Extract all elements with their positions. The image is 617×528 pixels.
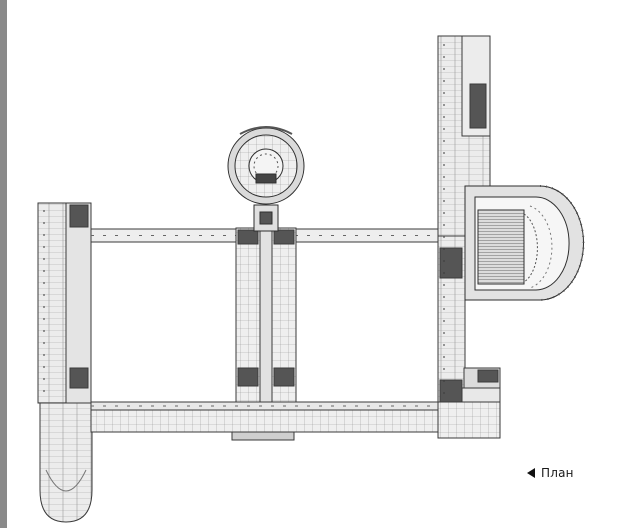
plan-caption: План (527, 466, 574, 480)
auditorium (464, 185, 585, 301)
rotunda (227, 126, 305, 232)
plan-caption-text: План (541, 466, 574, 480)
central-spine (235, 227, 297, 404)
left-wing (37, 202, 93, 523)
triangle-left-icon (527, 468, 535, 478)
left-edge-bar (0, 0, 7, 528)
lower-corridor (90, 401, 464, 441)
